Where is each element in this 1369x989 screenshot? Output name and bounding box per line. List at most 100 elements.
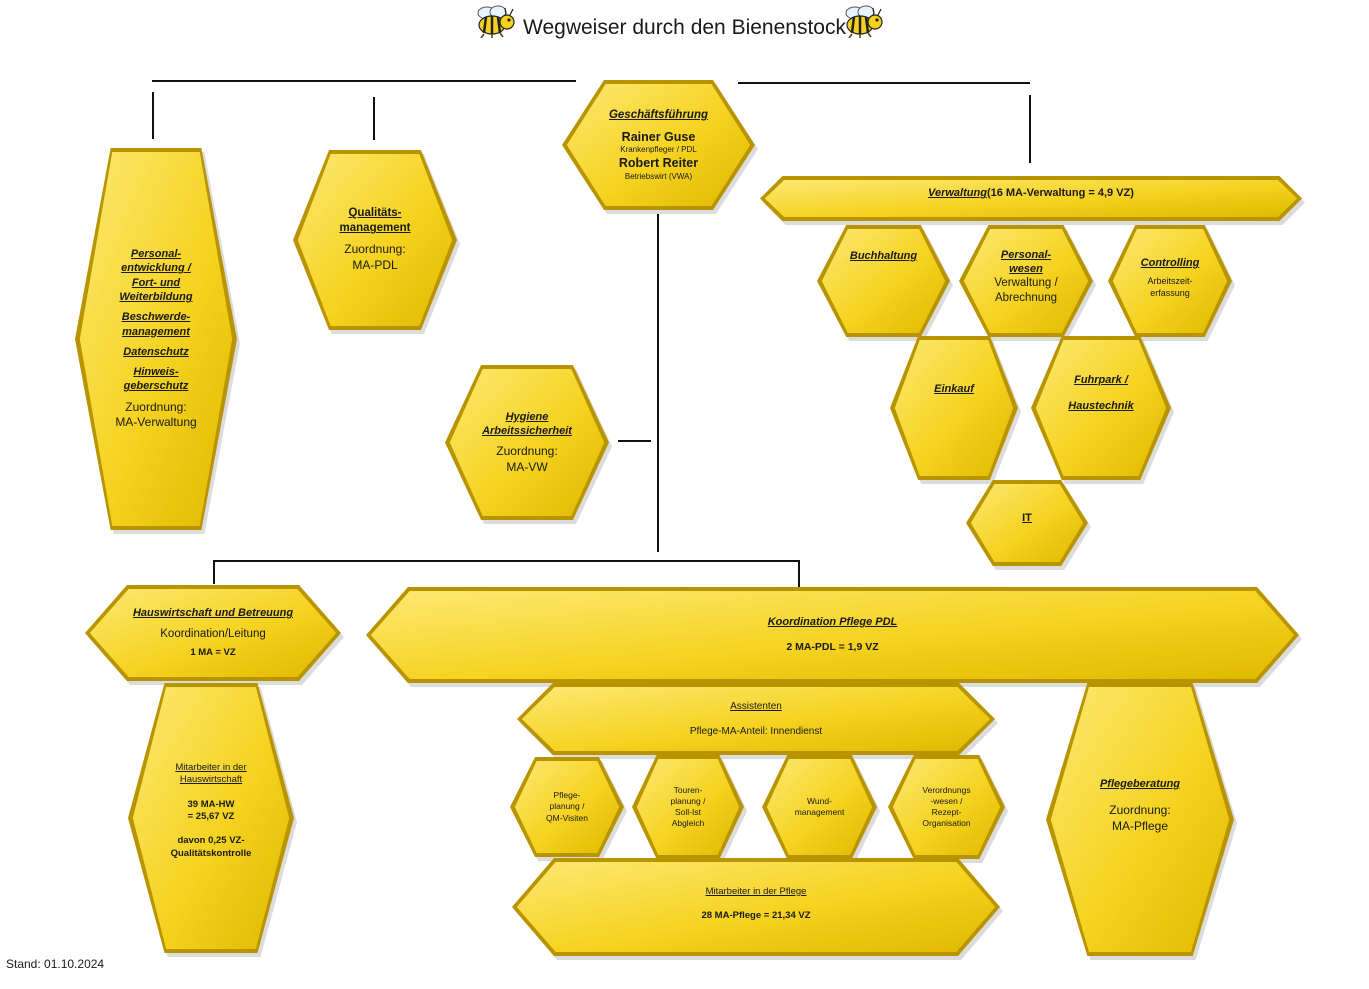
hex-shape: [75, 148, 240, 534]
hex-shape: [959, 225, 1096, 341]
fleet-heading: Fuhrpark /: [1074, 373, 1128, 386]
care-planning-line-1: Pflege-: [553, 790, 581, 801]
page-title: Wegweiser durch den Bienenstock: [523, 16, 846, 39]
hex-shape: [517, 683, 998, 759]
connector-pflege-down: [798, 560, 800, 587]
tour-planning-node: Touren- planung / Soll-Ist Abgleich: [632, 755, 747, 863]
personnel-admin-heading-1: Personal-: [1000, 248, 1052, 261]
prescription-node: Verordnungs -wesen / Rezept- Organisatio…: [888, 755, 1008, 863]
management-heading: Geschäftsführung: [608, 108, 709, 121]
personnel-development-heading-4: Weiterbildung: [119, 290, 193, 303]
administration-heading: Verwaltung: [928, 187, 987, 200]
tour-planning-line-2: planung /: [670, 795, 706, 806]
controlling-text-1: Arbeitszeit-: [1147, 276, 1193, 287]
whistleblower-heading-1: Hinweis-: [133, 366, 179, 379]
nursing-coordination-node: Koordination Pflege PDL 2 MA-PDL = 1,9 V…: [366, 587, 1302, 687]
housekeeping-qc-1: davon 0,25 VZ-: [177, 835, 245, 847]
personnel-development-heading-1: Personal-: [130, 248, 182, 261]
housekeeping-qc-2: Qualitätskontrolle: [170, 847, 252, 859]
accounting-heading: Buchhaltung: [849, 249, 918, 262]
hex-shape: [293, 150, 460, 334]
care-counseling-assignment-label: Zuordnung:: [1109, 803, 1171, 818]
housekeeping-staff-node: Mitarbeiter in der Hauswirtschaft 39 MA-…: [128, 683, 297, 957]
tour-planning-line-1: Touren-: [673, 784, 703, 795]
accounting-node: Buchhaltung: [817, 225, 953, 341]
housekeeping-subtitle: Koordination/Leitung: [160, 627, 266, 640]
wound-management-node: Wund- management: [762, 755, 880, 863]
nursing-staff-node: Mitarbeiter in der Pflege 28 MA-Pflege =…: [512, 858, 1003, 960]
hex-shape: [1031, 336, 1174, 484]
care-counseling-heading: Pflegeberatung: [1099, 777, 1181, 790]
hex-shape: [128, 683, 297, 957]
tour-planning-line-4: Abgleich: [671, 818, 705, 829]
housekeeping-heading: Hauswirtschaft und Betreuung: [132, 607, 294, 620]
quality-assignment-value: MA-PDL: [352, 257, 398, 272]
housekeeping-staff: 1 MA = VZ: [190, 647, 236, 659]
whistleblower-heading-2: geberschutz: [123, 380, 189, 393]
bee-icon-left: [472, 4, 516, 39]
bee-icon-right: [840, 4, 884, 39]
data-protection-heading: Datenschutz: [123, 345, 189, 358]
hex-shape: [85, 585, 344, 685]
assistants-subtitle: Pflege-MA-Anteil: Innendienst: [689, 726, 823, 737]
assistants-node: Assistenten Pflege-MA-Anteil: Innendiens…: [517, 683, 998, 759]
care-planning-node: Pflege- planung / QM-Visiten: [510, 757, 627, 861]
hygiene-assignment-value: MA-VW: [506, 459, 548, 474]
management-name-2: Robert Reiter: [618, 156, 699, 171]
hex-shape: [760, 176, 1305, 225]
housekeeping-staff-count: 39 MA-HW: [187, 798, 235, 810]
personnel-admin-text-2: Abrechnung: [994, 292, 1057, 305]
hex-shape: [445, 365, 612, 524]
hex-shape: [966, 480, 1091, 570]
connector-top-left: [152, 80, 576, 82]
care-planning-line-3: QM-Visiten: [546, 812, 588, 823]
management-name-1: Rainer Guse: [621, 129, 696, 144]
controlling-node: Controlling Arbeitszeit- erfassung: [1108, 225, 1235, 341]
management-role-2: Betriebswirt (VWA): [624, 171, 693, 181]
complaint-management-heading-1: Beschwerde-: [121, 311, 191, 324]
prescription-line-1: Verordnungs: [922, 784, 971, 795]
personnel-development-heading-3: Fort- und: [131, 276, 181, 289]
quality-management-heading-1: Qualitäts-: [348, 207, 402, 220]
management-role-1: Krankenpfleger / PDL: [620, 145, 697, 155]
assistants-heading: Assistenten: [730, 701, 782, 712]
personnel-admin-node: Personal- wesen Verwaltung / Abrechnung: [959, 225, 1096, 341]
quality-management-heading-2: management: [339, 222, 411, 235]
care-counseling-node: Pflegeberatung Zuordnung: MA-Pflege: [1046, 683, 1237, 960]
personnel-assignment-label: Zuordnung:: [125, 399, 187, 414]
housekeeping-staff-fte: = 25,67 VZ: [187, 811, 235, 822]
hex-shape: [890, 336, 1021, 484]
personnel-development-heading-2: entwicklung /: [121, 262, 191, 275]
hex-shape: [1046, 683, 1237, 960]
hygiene-heading-2: Arbeitssicherheit: [482, 424, 572, 437]
hex-shape: [888, 755, 1008, 863]
management-node: Geschäftsführung Rainer Guse Krankenpfle…: [562, 80, 758, 214]
connector-top-right: [738, 82, 1030, 84]
hex-shape: [366, 587, 1302, 687]
quality-assignment-label: Zuordnung:: [344, 242, 406, 257]
controlling-text-2: erfassung: [1150, 288, 1190, 299]
quality-management-node: Qualitäts- management Zuordnung: MA-PDL: [293, 150, 460, 334]
connector-personal-down: [152, 92, 154, 139]
hex-shape: [817, 225, 953, 341]
facility-heading: Haustechnik: [1068, 400, 1134, 412]
complaint-management-heading-2: management: [122, 325, 190, 338]
it-heading: IT: [1022, 511, 1032, 524]
wound-management-line-2: management: [794, 807, 845, 817]
controlling-heading: Controlling: [1140, 257, 1200, 270]
hex-shape: [510, 757, 627, 861]
purchasing-node: Einkauf: [890, 336, 1021, 484]
connector-qm-down: [373, 97, 375, 140]
nursing-coordination-staff: 2 MA-PDL = 1,9 VZ: [786, 641, 879, 654]
hex-shape: [632, 755, 747, 863]
hygiene-safety-node: Hygiene Arbeitssicherheit Zuordnung: MA-…: [445, 365, 612, 524]
hygiene-assignment-label: Zuordnung:: [496, 444, 558, 459]
personnel-admin-heading-2: wesen: [1009, 263, 1043, 276]
tour-planning-line-3: Soll-Ist: [675, 807, 701, 817]
it-node: IT: [966, 480, 1091, 570]
administration-detail: (16 MA-Verwaltung = 4,9 VZ): [986, 187, 1134, 200]
prescription-line-3: Rezept-: [931, 807, 962, 817]
personnel-admin-text-1: Verwaltung /: [994, 277, 1058, 290]
prescription-line-2: -wesen /: [930, 795, 963, 806]
